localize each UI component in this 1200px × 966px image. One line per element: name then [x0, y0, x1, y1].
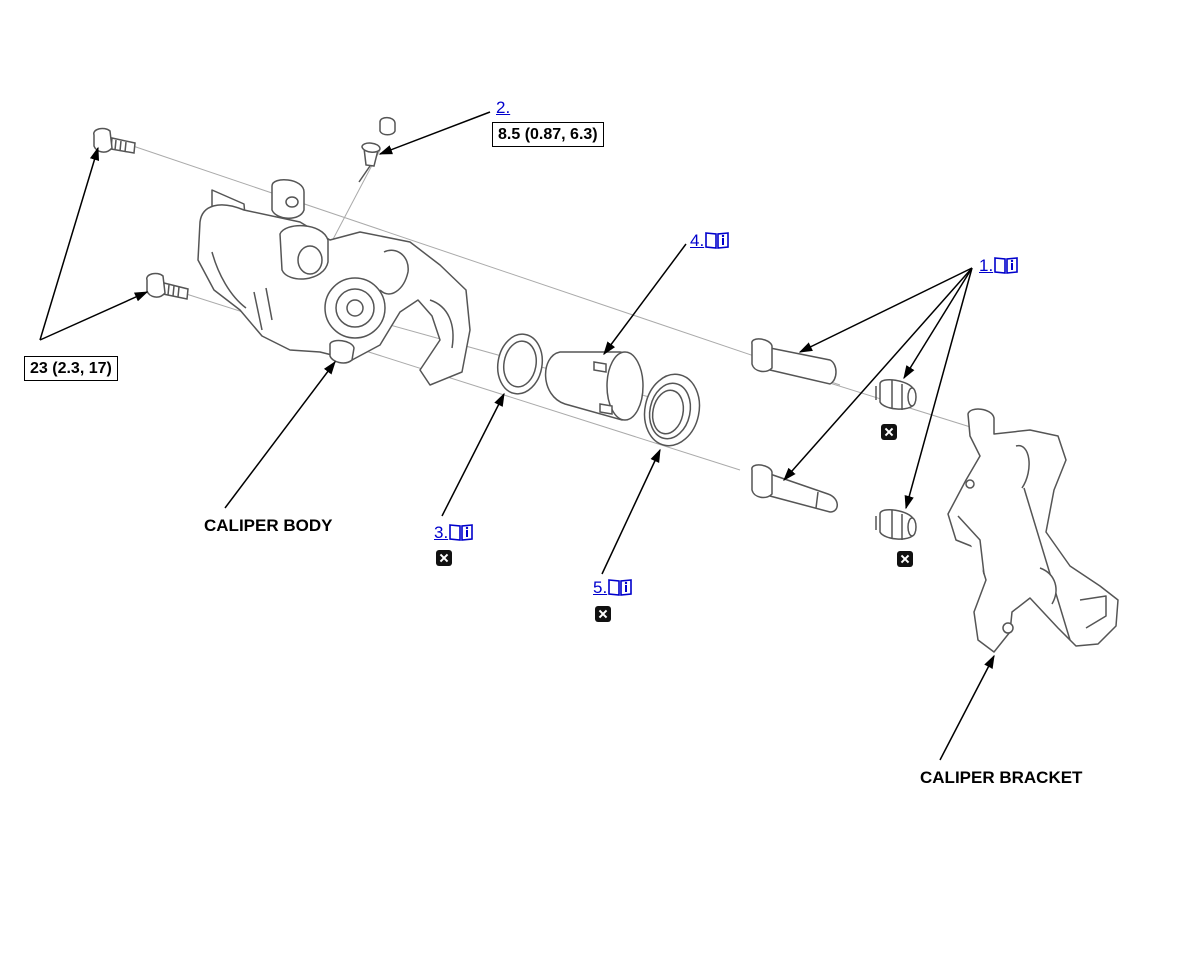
book-info-icon [994, 257, 1018, 274]
book-info-icon [608, 579, 632, 596]
replace-part-icon [595, 606, 611, 622]
upper-pin-boot [875, 378, 917, 410]
torque-value: 23 (2.3, 17) [30, 360, 112, 377]
upper-guide-pin [751, 338, 837, 385]
callout-item-4[interactable]: 4. [690, 231, 729, 251]
piston-seal [496, 333, 544, 395]
callout-item-1[interactable]: 1. [979, 256, 1018, 276]
leader-lines [39, 111, 995, 761]
callout-item-3[interactable]: 3. [434, 523, 473, 543]
torque-spec-bleeder-screw: 8.5 (0.87, 6.3) [492, 122, 604, 147]
lower-guide-pin [751, 464, 838, 513]
replace-part-icon [881, 424, 897, 440]
callout-item-4-label: 4. [690, 231, 705, 250]
upper-caliper-bolt [93, 127, 136, 154]
callout-item-2-label: 2. [496, 98, 511, 117]
replace-part-icon [436, 550, 452, 566]
replace-part-icon [897, 551, 913, 567]
caliper-body [197, 179, 471, 386]
book-info-icon [449, 524, 473, 541]
caliper-body-label: CALIPER BODY [204, 516, 333, 535]
callout-item-1-label: 1. [979, 256, 994, 275]
lower-pin-boot [875, 508, 917, 540]
caliper-bracket [947, 408, 1119, 653]
torque-spec-caliper-bolts: 23 (2.3, 17) [24, 356, 118, 381]
callout-item-3-label: 3. [434, 523, 449, 542]
caliper-bracket-label: CALIPER BRACKET [920, 768, 1083, 787]
piston [544, 351, 644, 421]
lower-caliper-bolt [146, 272, 189, 300]
torque-value: 8.5 (0.87, 6.3) [498, 126, 598, 143]
book-info-icon [705, 232, 729, 249]
callout-item-5[interactable]: 5. [593, 578, 632, 598]
piston-boot [643, 373, 701, 447]
callout-item-5-label: 5. [593, 578, 608, 597]
callout-item-2[interactable]: 2. [496, 98, 510, 118]
